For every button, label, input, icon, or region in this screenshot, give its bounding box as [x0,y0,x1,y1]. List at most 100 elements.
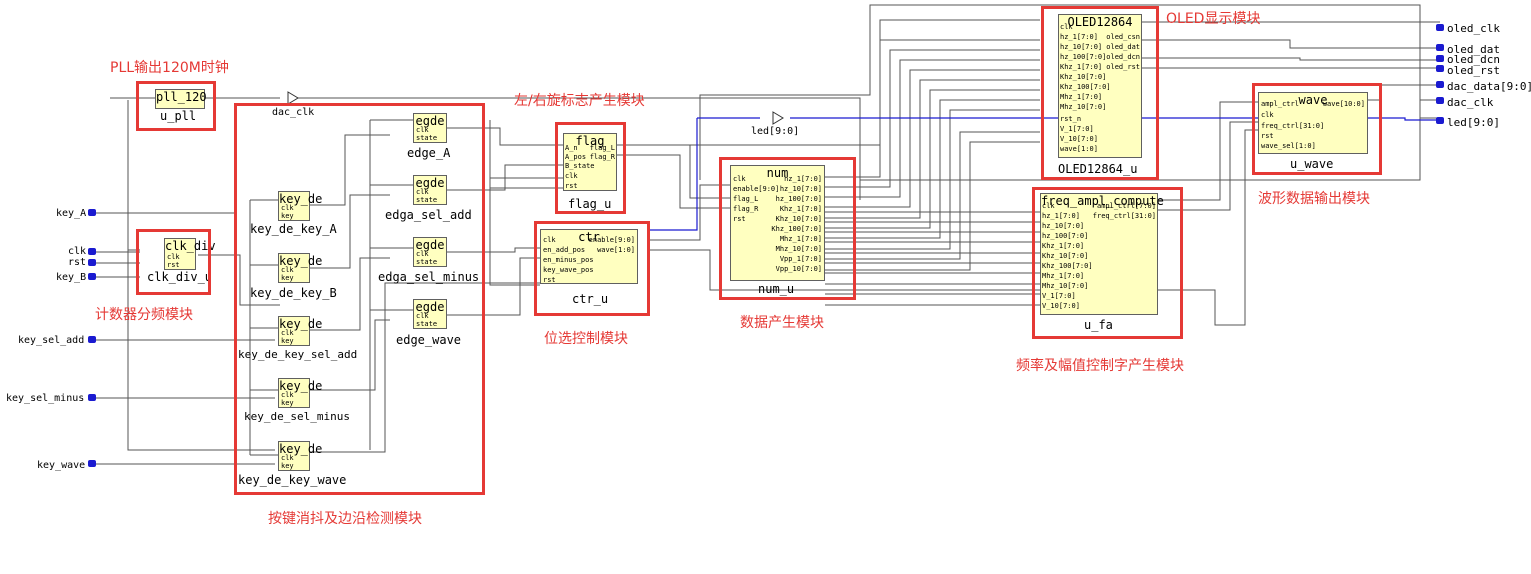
flag-module[interactable]: flag A_n A_pos B_state clk rst flag_L fl… [563,133,617,191]
port: state [416,258,438,266]
port: clk [281,266,294,274]
port: B_state [565,162,595,170]
port: clk [565,172,578,180]
port: Mhz_10[7:0] [775,245,822,253]
port: rst [733,215,746,223]
port: flag_R [589,153,615,161]
output-dac-clk: dac_clk [1447,96,1494,109]
input-pin-icon[interactable] [88,394,96,401]
fa-instance: u_fa [1084,318,1113,332]
port: state [416,196,438,204]
keyde-wave-instance: key_de_key_wave [238,473,347,487]
num-module[interactable]: num clk enable[9:0] flag_L flag_R rst hz… [730,165,825,281]
pll-annotation: PLL输出120M时钟 [110,60,229,76]
port: oled_rst [1106,63,1140,71]
port: clk [733,175,746,183]
output-pin-icon[interactable] [1436,97,1444,104]
port: Vpp_10[7:0] [775,265,822,273]
port: Khz_10[7:0] [1060,73,1107,81]
egde-title: egde [415,114,445,128]
port: wave[10:0] [1322,100,1365,108]
output-pin-icon[interactable] [1436,24,1444,31]
num-title: num [766,166,789,180]
port: Vpp_1[7:0] [779,255,822,263]
wave-annotation: 波形数据输出模块 [1258,191,1370,207]
wave-module[interactable]: wave ampl_ctrl clk freq_ctrl[31:0] rst w… [1258,92,1368,154]
port: clk [281,454,294,462]
num-annotation: 数据产生模块 [740,315,824,331]
output-dac-data: dac_data[9:0] [1447,80,1531,93]
port: V_10[7:0] [1042,302,1080,310]
pll-module[interactable]: pll_120 [155,89,207,109]
output-pin-icon[interactable] [1436,55,1444,62]
clkdiv-highlight-box [136,229,211,295]
oled-module[interactable]: OLED12864 clk hz_1[7:0] hz_10[7:0] hz_10… [1058,14,1142,158]
fa-highlight-box [1032,187,1183,339]
input-pin-icon[interactable] [88,460,96,467]
edge-a-instance: edge_A [407,146,451,160]
egde-title: egde [415,300,445,314]
port: enable[9:0] [588,236,635,244]
egde-title: egde [415,238,445,252]
input-pin-icon[interactable] [88,336,96,343]
edge-add-instance: edga_sel_add [385,208,472,222]
port: Khz_1[7:0] [1060,63,1103,71]
keyde-b-instance: key_de_key_B [250,286,337,300]
oled-title: OLED12864 [1067,15,1133,29]
edge-minus-module[interactable]: egde clk state [413,237,447,267]
edge-add-module[interactable]: egde clk state [413,175,447,205]
edge-minus-instance: edga_sel_minus [378,270,480,284]
port: hz_1[7:0] [1060,33,1098,41]
port: Khz_1[7:0] [779,205,822,213]
port: clk [416,188,429,196]
input-key-sel-minus: key_sel_minus [6,393,85,404]
pll-title: pll_120 [156,90,207,104]
port: key [281,337,294,345]
port: hz_100[7:0] [1042,232,1089,240]
num-instance: num_u [758,282,795,296]
dac-clk-buffer-label: dac_clk [272,107,315,118]
port: clk [281,204,294,212]
port: Mhz_1[7:0] [1042,272,1085,280]
output-pin-icon[interactable] [1436,81,1444,88]
port: rst [543,276,556,284]
input-pin-icon[interactable] [88,273,96,280]
edge-wave-module[interactable]: egde clk state [413,299,447,329]
output-pin-icon[interactable] [1436,44,1444,51]
port: clk [167,253,180,261]
egde-title: egde [415,176,445,190]
keyde-minus-module[interactable]: key_de clk key [278,378,322,408]
output-pin-icon[interactable] [1436,65,1444,72]
oled-highlight-box [1041,6,1159,180]
led-buffer-label: led[9:0] [751,126,800,137]
port: ampl_ctrl [1261,100,1299,108]
input-pin-icon[interactable] [88,209,96,216]
port: clk [1261,111,1274,119]
num-highlight-box [719,157,856,300]
keyde-minus-instance: key_de_sel_minus [244,410,350,423]
port: Khz_10[7:0] [775,215,822,223]
keyde-a-module[interactable]: key_de clk key [278,191,322,221]
input-pin-icon[interactable] [88,248,96,255]
port: Mhz_1[7:0] [1060,93,1103,101]
edge-a-module[interactable]: egde clk state [413,113,447,143]
port: hz_100[7:0] [1060,53,1107,61]
fa-title: freq_ampl_compute [1041,194,1164,208]
oled-annotation: OLED显示模块 [1166,11,1261,27]
fa-module[interactable]: freq_ampl_compute clk hz_1[7:0] hz_10[7:… [1040,193,1164,315]
flag-annotation: 左/右旋标志产生模块 [514,93,645,109]
port: state [416,134,438,142]
pll-instance: u_pll [160,109,197,123]
port: wave[1:0] [1060,145,1098,153]
port: ampl_ctrl[7:0] [1096,202,1156,210]
port: V_10[7:0] [1060,135,1098,143]
port: freq_ctrl[31:0] [1261,122,1325,130]
port: wave[1:0] [597,246,635,254]
port: hz_10[7:0] [1042,222,1085,230]
output-pin-icon[interactable] [1436,117,1444,124]
input-pin-icon[interactable] [88,259,96,266]
port: key_wave_pos [543,266,594,274]
ctr-module[interactable]: ctr clk en_add_pos en_minus_pos key_wave… [540,229,638,284]
port: Mhz_10[7:0] [1042,282,1089,290]
port: Mhz_1[7:0] [779,235,822,243]
